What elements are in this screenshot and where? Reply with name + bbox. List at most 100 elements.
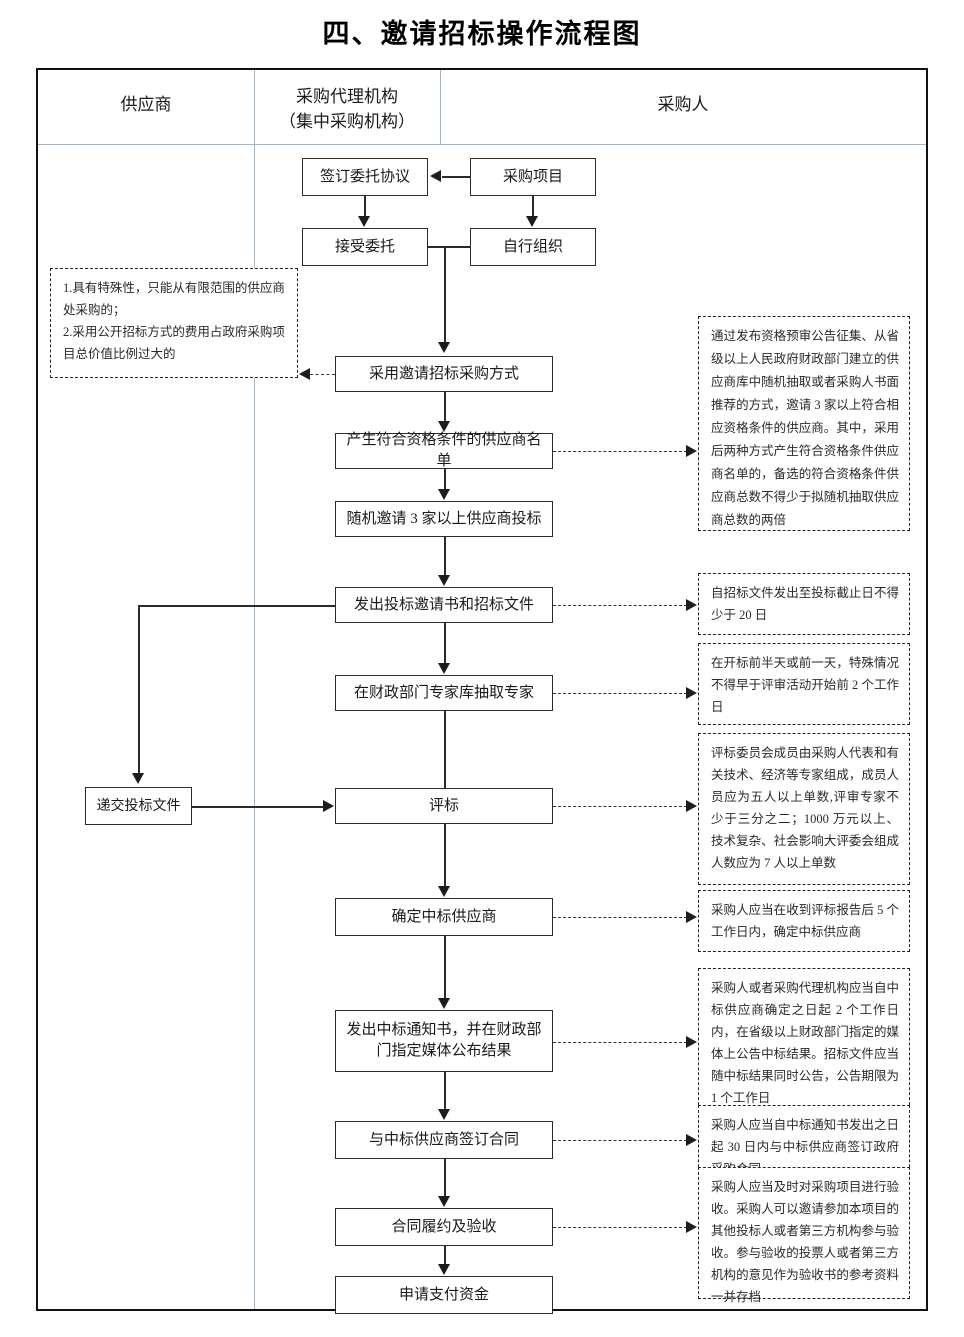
node-apply-payment-label: 申请支付资金 bbox=[398, 1286, 489, 1303]
arrowhead-notice-to-contract bbox=[438, 1109, 450, 1120]
node-determine-winner[interactable]: 确定中标供应商 bbox=[335, 898, 553, 936]
conn-eval-to-committee bbox=[553, 806, 687, 807]
note-expert-draw-rule-text: 在开标前半天或前一天，特殊情况不得早于评审活动开始前 2 个工作日 bbox=[711, 656, 899, 714]
node-invite-three-suppliers-label: 随机邀请 3 家以上供应商投标 bbox=[346, 510, 542, 527]
arrowhead-contract-to-performance bbox=[438, 1196, 450, 1207]
conn-issue-to-submit-v bbox=[138, 605, 140, 777]
arrowhead-performance-to-payment bbox=[438, 1264, 450, 1275]
conn-issue-to-deadline bbox=[553, 605, 687, 606]
arrowhead-sign-to-accept bbox=[358, 216, 370, 227]
lane-divider-agency-purchaser bbox=[440, 70, 441, 144]
node-accept-entrust[interactable]: 接受委托 bbox=[302, 228, 428, 266]
conn-experts-to-rule bbox=[553, 693, 687, 694]
note-conditions-line3: 2.采用公开招标方式的费用占政府采购项 bbox=[63, 325, 285, 339]
arrowhead-list-to-invite bbox=[438, 489, 450, 500]
arrowhead-list-to-rule bbox=[686, 445, 697, 457]
lane-header-supplier: 供应商 bbox=[38, 92, 254, 117]
lane-header-purchaser: 采购人 bbox=[440, 92, 926, 117]
conn-method-to-list bbox=[444, 392, 446, 425]
node-submit-bid-docs[interactable]: 递交投标文件 bbox=[85, 787, 192, 825]
arrowhead-notice-to-announce bbox=[686, 1036, 697, 1048]
note-bid-deadline-rule: 自招标文件发出至投标截止日不得少于 20 日 bbox=[698, 573, 910, 635]
arrowhead-project-to-sign bbox=[430, 170, 441, 182]
node-contract-performance[interactable]: 合同履约及验收 bbox=[335, 1208, 553, 1246]
note-acceptance-rule: 采购人应当及时对采购项目进行验收。采购人可以邀请参加本项目的其他投标人或者第三方… bbox=[698, 1167, 910, 1304]
arrowhead-winner-to-rule bbox=[686, 911, 697, 923]
note-conditions-line4: 目总价值比例过大的 bbox=[63, 347, 176, 361]
node-self-organize[interactable]: 自行组织 bbox=[470, 228, 596, 266]
node-bid-evaluation[interactable]: 评标 bbox=[335, 788, 553, 824]
node-sign-contract[interactable]: 与中标供应商签订合同 bbox=[335, 1121, 553, 1159]
node-use-invitation-method[interactable]: 采用邀请招标采购方式 bbox=[335, 356, 553, 392]
arrowhead-issue-to-submit bbox=[132, 773, 144, 784]
node-invite-three-suppliers[interactable]: 随机邀请 3 家以上供应商投标 bbox=[335, 501, 553, 537]
diagram-frame: 供应商 采购代理机构 （集中采购机构） 采购人 签订委托协议 采购项目 接受委托… bbox=[36, 68, 928, 1314]
node-draw-experts-label: 在财政部门专家库抽取专家 bbox=[353, 684, 534, 701]
arrowhead-submit-to-eval bbox=[323, 800, 334, 812]
node-sign-contract-label: 与中标供应商签订合同 bbox=[368, 1131, 519, 1148]
conn-list-to-rule bbox=[553, 451, 687, 452]
note-committee-rule-text: 评标委员会成员由采购人代表和有关技术、经济等专家组成，成员人员应为五人以上单数,… bbox=[711, 746, 899, 870]
node-bid-evaluation-label: 评标 bbox=[428, 797, 459, 814]
node-sign-entrust[interactable]: 签订委托协议 bbox=[302, 158, 428, 196]
note-expert-draw-rule: 在开标前半天或前一天，特殊情况不得早于评审活动开始前 2 个工作日 bbox=[698, 643, 910, 725]
conn-contract-to-performance bbox=[444, 1159, 446, 1200]
conn-experts-to-eval bbox=[444, 711, 446, 795]
node-use-invitation-method-label: 采用邀请招标采购方式 bbox=[368, 365, 519, 382]
note-announce-rule-text: 采购人或者采购代理机构应当自中标供应商确定之日起 2 个工作日内，在省级以上财政… bbox=[711, 981, 899, 1105]
lane-label-supplier: 供应商 bbox=[120, 95, 172, 114]
lane-header-agency: 采购代理机构 （集中采购机构） bbox=[254, 84, 440, 134]
note-acceptance-rule-text: 采购人应当及时对采购项目进行验收。采购人可以邀请参加本项目的其他投标人或者第三方… bbox=[711, 1180, 899, 1304]
note-bid-deadline-rule-text: 自招标文件发出至投标截止日不得少于 20 日 bbox=[711, 586, 899, 622]
node-generate-supplier-list-label: 产生符合资格条件的供应商名单 bbox=[346, 432, 542, 469]
arrowhead-method-to-conditions bbox=[299, 368, 310, 380]
arrowhead-experts-to-rule bbox=[686, 687, 697, 699]
node-generate-supplier-list[interactable]: 产生符合资格条件的供应商名单 bbox=[335, 432, 553, 469]
conn-project-to-self bbox=[532, 196, 534, 217]
conn-performance-to-rule bbox=[553, 1227, 687, 1228]
arrowhead-join-to-method bbox=[438, 342, 450, 353]
conn-contract-to-rule bbox=[553, 1140, 687, 1141]
lane-label-agency: 采购代理机构 bbox=[296, 87, 398, 106]
note-supplier-list-rule-text: 通过发布资格预审公告征集、从省级以上人民政府财政部门建立的供应商库中随机抽取或者… bbox=[711, 329, 899, 527]
arrowhead-eval-to-committee bbox=[686, 800, 697, 812]
conn-project-to-sign bbox=[442, 176, 470, 178]
conn-method-to-conditions bbox=[310, 374, 335, 375]
node-apply-payment[interactable]: 申请支付资金 bbox=[335, 1276, 553, 1314]
note-winner-rule-text: 采购人应当在收到评标报告后 5 个工作日内，确定中标供应商 bbox=[711, 903, 899, 939]
node-submit-bid-docs-label: 递交投标文件 bbox=[96, 798, 181, 814]
node-procurement-project[interactable]: 采购项目 bbox=[470, 158, 596, 196]
lane-header-underline bbox=[38, 144, 926, 145]
conn-notice-to-contract bbox=[444, 1072, 446, 1113]
note-conditions: 1.具有特殊性，只能从有限范围的供应商 处采购的； 2.采用公开招标方式的费用占… bbox=[50, 268, 298, 378]
arrowhead-performance-to-rule bbox=[686, 1221, 697, 1233]
note-committee-rule: 评标委员会成员由采购人代表和有关技术、经济等专家组成，成员人员应为五人以上单数,… bbox=[698, 733, 910, 885]
note-conditions-line2: 处采购的； bbox=[63, 303, 126, 317]
node-determine-winner-label: 确定中标供应商 bbox=[391, 908, 497, 925]
node-draw-experts[interactable]: 在财政部门专家库抽取专家 bbox=[335, 675, 553, 711]
note-announce-rule: 采购人或者采购代理机构应当自中标供应商确定之日起 2 个工作日内，在省级以上财政… bbox=[698, 968, 910, 1120]
arrowhead-contract-to-rule bbox=[686, 1134, 697, 1146]
conn-join-down bbox=[444, 246, 446, 346]
lane-divider-supplier-agency bbox=[254, 70, 255, 1309]
note-winner-rule: 采购人应当在收到评标报告后 5 个工作日内，确定中标供应商 bbox=[698, 890, 910, 952]
arrowhead-eval-to-winner bbox=[438, 886, 450, 897]
conn-notice-to-announce bbox=[553, 1042, 687, 1043]
node-issue-invitation-docs[interactable]: 发出投标邀请书和招标文件 bbox=[335, 587, 553, 623]
node-issue-award-notice[interactable]: 发出中标通知书，并在财政部门指定媒体公布结果 bbox=[335, 1010, 553, 1072]
conn-winner-to-notice bbox=[444, 936, 446, 1002]
note-conditions-line1: 1.具有特殊性，只能从有限范围的供应商 bbox=[63, 281, 285, 295]
conn-submit-to-eval bbox=[192, 806, 323, 808]
conn-accept-join bbox=[428, 246, 470, 248]
node-accept-entrust-label: 接受委托 bbox=[334, 238, 395, 255]
arrowhead-winner-to-notice bbox=[438, 998, 450, 1009]
conn-eval-to-winner bbox=[444, 824, 446, 890]
conn-list-to-invite bbox=[444, 469, 446, 493]
node-issue-award-notice-label: 发出中标通知书，并在财政部门指定媒体公布结果 bbox=[346, 1022, 542, 1059]
conn-winner-to-rule bbox=[553, 917, 687, 918]
conn-issue-to-experts bbox=[444, 623, 446, 667]
arrowhead-method-to-list bbox=[438, 421, 450, 432]
note-contract-rule-text: 采购人应当自中标通知书发出之日起 30 日内与中标供应商签订政府采购合同 bbox=[711, 1118, 899, 1176]
conn-issue-to-submit-h bbox=[138, 605, 335, 607]
